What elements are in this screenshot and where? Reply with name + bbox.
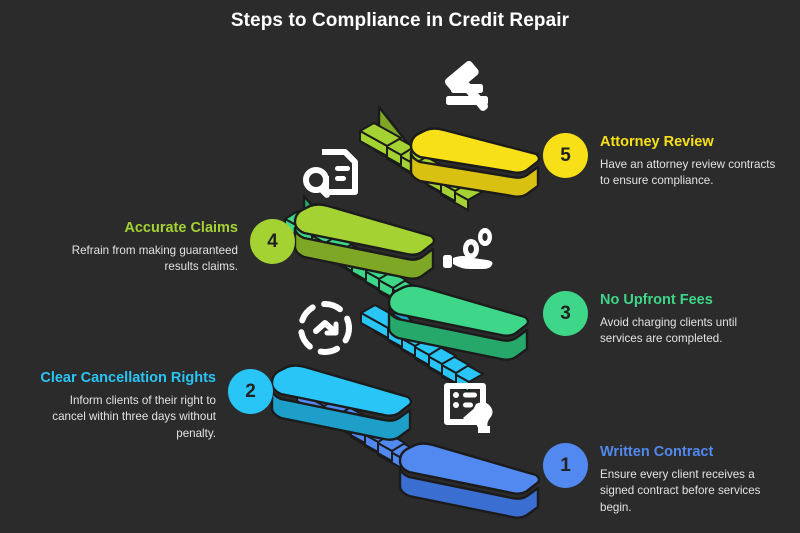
platform-attorney-review: [409, 127, 541, 198]
step-title-3: No Upfront Fees: [600, 292, 713, 308]
step-description-3: Avoid charging clients until services ar…: [600, 315, 738, 346]
signed-contract-icon: [444, 383, 493, 433]
document-search-icon: [303, 149, 358, 198]
step-title-4: Accurate Claims: [124, 220, 238, 236]
step-badge-5: 5: [543, 133, 588, 178]
step-description-4: Refrain from making guaranteed results c…: [71, 243, 238, 274]
step-item-attorney-review[interactable]: 5 Attorney Review Have an attorney revie…: [543, 133, 780, 190]
platform-clear-cancellation: [270, 364, 413, 441]
step-item-no-upfront-fees[interactable]: 3 No Upfront Fees Avoid charging clients…: [543, 291, 780, 348]
step-title-1: Written Contract: [600, 444, 714, 460]
cancel-refresh-icon: [298, 301, 352, 355]
platform-written-contract: [398, 442, 541, 519]
step-title-5: Attorney Review: [600, 134, 714, 150]
step-badge-3: 3: [543, 291, 588, 336]
step-badge-4: 4: [250, 219, 295, 264]
step-item-accurate-claims[interactable]: 4 Accurate Claims Refrain from making gu…: [58, 219, 295, 276]
step-text-5: Attorney Review Have an attorney review …: [600, 133, 780, 190]
step-badge-2: 2: [228, 369, 273, 414]
step-text-1: Written Contract Ensure every client rec…: [600, 443, 780, 517]
step-title-2: Clear Cancellation Rights: [40, 370, 216, 386]
step-item-clear-cancellation-rights[interactable]: 2 Clear Cancellation Rights Inform clien…: [36, 369, 273, 443]
page-title: Steps to Compliance in Credit Repair: [230, 10, 570, 31]
step-description-2: Inform clients of their right to cancel …: [52, 393, 216, 441]
step-text-4: Accurate Claims Refrain from making guar…: [58, 219, 238, 276]
platform-no-upfront-fees: [387, 284, 530, 361]
platform-accurate-claims: [293, 203, 436, 280]
hand-coins-icon: [443, 228, 493, 269]
step-description-1: Ensure every client receives a signed co…: [600, 467, 761, 515]
step-text-2: Clear Cancellation Rights Inform clients…: [36, 369, 216, 443]
step-item-written-contract[interactable]: 1 Written Contract Ensure every client r…: [543, 443, 780, 517]
gavel-icon: [444, 61, 488, 111]
step-description-5: Have an attorney review contracts to ens…: [600, 157, 776, 188]
step-text-3: No Upfront Fees Avoid charging clients u…: [600, 291, 780, 348]
step-badge-1: 1: [543, 443, 588, 488]
